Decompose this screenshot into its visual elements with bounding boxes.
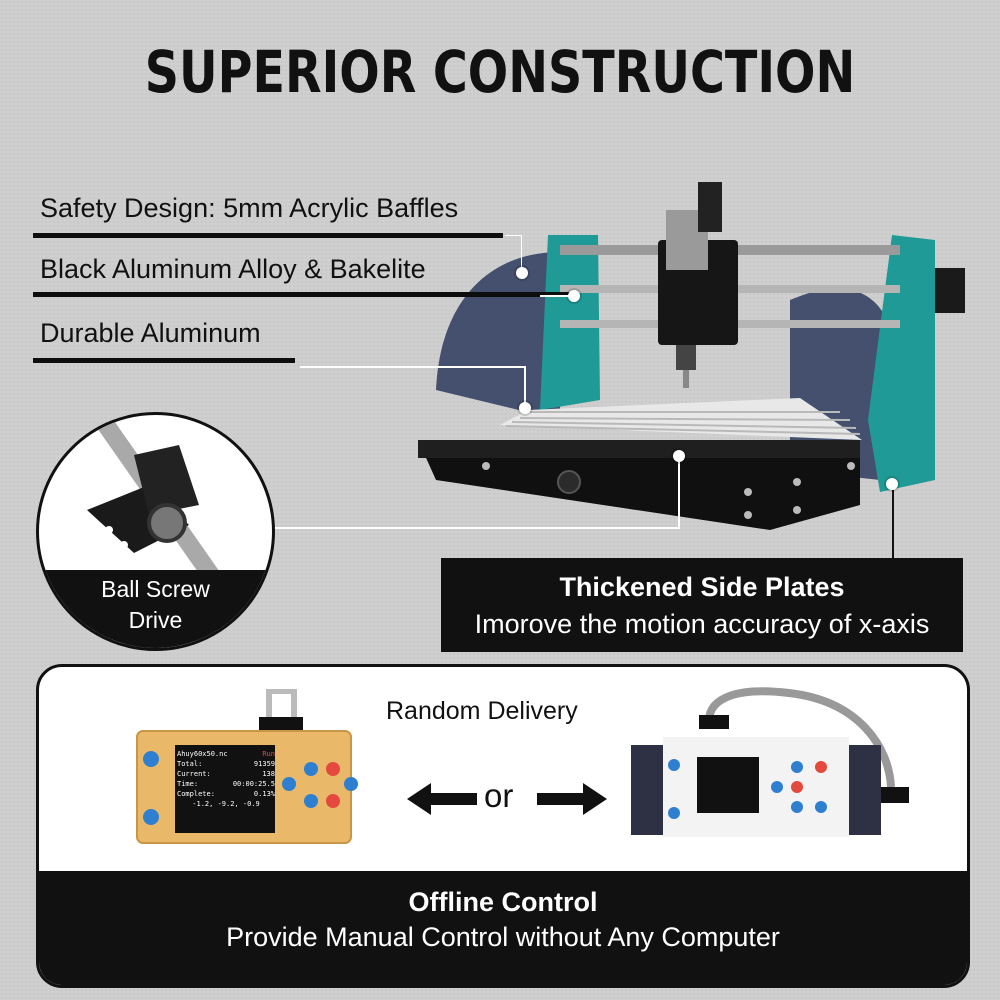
feature-underline xyxy=(33,292,573,297)
offline-control-title: Offline Control xyxy=(408,887,598,917)
controller-a-filename: Ahuy60x50.nc xyxy=(177,750,228,758)
ball-screw-line2: Drive xyxy=(128,607,183,633)
callout-line xyxy=(270,527,680,529)
feature-underline xyxy=(33,233,503,238)
left-arrow-icon xyxy=(407,783,477,815)
callout-line xyxy=(540,295,570,297)
callout-dot xyxy=(516,267,528,279)
offline-control-footer: Offline Control Provide Manual Control w… xyxy=(39,871,967,985)
controller-a-key: Time: xyxy=(177,780,199,788)
controller-a-status: Run xyxy=(262,750,275,758)
controller-a-value: 138 xyxy=(262,770,275,778)
random-delivery-label: Random Delivery xyxy=(386,697,578,725)
side-plates-title: Thickened Side Plates xyxy=(559,572,845,602)
callout-dot xyxy=(886,478,898,490)
or-label: or xyxy=(484,777,514,814)
feature-label-alloy: Black Aluminum Alloy & Bakelite xyxy=(40,254,426,284)
callout-dot xyxy=(568,290,580,302)
controller-a-key: Complete: xyxy=(177,790,215,798)
controller-a-value: 0.13% xyxy=(253,790,275,798)
page-title: SUPERIOR CONSTRUCTION xyxy=(144,38,856,106)
right-arrow-icon xyxy=(537,783,607,815)
controller-b-image xyxy=(631,687,909,837)
callout-line xyxy=(505,235,522,268)
callout-dot xyxy=(673,450,685,462)
callout-line xyxy=(678,456,680,528)
offline-control-subtitle: Provide Manual Control without Any Compu… xyxy=(226,922,780,952)
ball-screw-detail: Ball Screw Drive xyxy=(36,412,275,651)
feature-label-aluminum: Durable Aluminum xyxy=(40,318,261,348)
side-plates-subtitle: Imorove the motion accuracy of x-axis xyxy=(474,609,930,639)
side-plates-callout: Thickened Side Plates Imorove the motion… xyxy=(441,558,963,652)
ball-screw-line1: Ball Screw xyxy=(101,576,210,602)
controller-a-coords: -1.2, -9.2, -0.9 xyxy=(192,800,260,808)
feature-label-acrylic: Safety Design: 5mm Acrylic Baffles xyxy=(40,193,459,223)
cnc-machine-image xyxy=(418,182,965,530)
controller-a-screen: Ahuy60x50.nc Run Total: 91359 Current: 138… xyxy=(177,749,275,809)
controller-a-value: 91359 xyxy=(253,760,275,768)
controller-a-key: Current: xyxy=(177,770,211,778)
callout-dot xyxy=(519,402,531,414)
controller-a-image xyxy=(136,689,358,844)
callout-line xyxy=(300,366,526,368)
feature-underline xyxy=(33,358,295,363)
callout-line xyxy=(892,490,894,558)
ball-screw-caption: Ball Screw Drive xyxy=(39,570,272,648)
controller-a-value: 00:00:25.5 xyxy=(232,780,275,788)
controller-a-key: Total: xyxy=(177,760,203,768)
callout-line xyxy=(524,366,526,406)
offline-control-panel: Random Delivery Ahuy60x50.nc Run Total: 9… xyxy=(36,664,970,988)
